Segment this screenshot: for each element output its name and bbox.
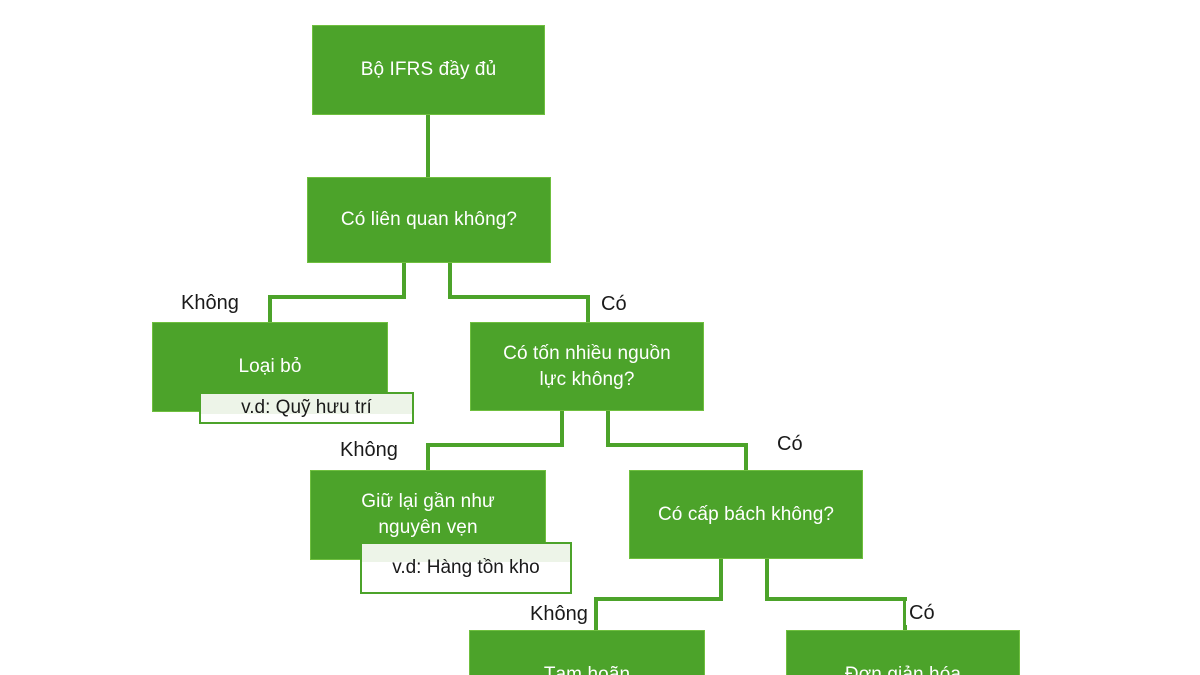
connector-root-to-relevant bbox=[426, 115, 430, 178]
node-urgent-label: Có cấp bách không? bbox=[657, 503, 835, 525]
edge-label-resources-no: Không bbox=[337, 438, 401, 462]
edge-label-urgent-yes: Có bbox=[906, 601, 938, 625]
connector-relevant-right-drop bbox=[586, 295, 590, 323]
connector-urgent-right-drop bbox=[903, 597, 907, 631]
edge-label-urgent-no: Không bbox=[527, 602, 591, 626]
node-resources-label: Có tốn nhiều nguồn lực không? bbox=[503, 342, 671, 390]
node-defer-label: Tạm hoãn bbox=[543, 664, 631, 675]
node-defer[interactable]: Tạm hoãn bbox=[469, 630, 705, 675]
connector-urgent-right-stem bbox=[765, 559, 769, 601]
node-discard-label: Loại bỏ bbox=[238, 356, 302, 378]
connector-relevant-left-horizontal bbox=[268, 295, 406, 299]
connector-resources-right-stem bbox=[606, 411, 610, 447]
node-simplify-label: Đơn giản hóa bbox=[844, 664, 962, 675]
edge-label-relevant-no-text: Không bbox=[181, 292, 239, 314]
edge-label-relevant-yes: Có bbox=[598, 292, 630, 316]
node-resources[interactable]: Có tốn nhiều nguồn lực không? bbox=[470, 322, 704, 411]
connector-resources-left-horizontal bbox=[426, 443, 564, 447]
connector-relevant-right-stem bbox=[448, 263, 452, 299]
connector-urgent-left-drop bbox=[594, 597, 598, 631]
callout-pension[interactable]: v.d: Quỹ hưu trí bbox=[199, 392, 414, 424]
node-relevant-label: Có liên quan không? bbox=[340, 209, 518, 231]
edge-label-resources-yes: Có bbox=[774, 432, 806, 456]
edge-label-relevant-yes-text: Có bbox=[601, 293, 627, 315]
node-simplify[interactable]: Đơn giản hóa bbox=[786, 630, 1020, 675]
connector-resources-left-drop bbox=[426, 443, 430, 471]
callout-inventory-label: v.d: Hàng tồn kho bbox=[392, 557, 540, 578]
connector-resources-left-stem bbox=[560, 411, 564, 447]
edge-label-urgent-yes-text: Có bbox=[909, 602, 935, 624]
connector-urgent-left-horizontal bbox=[594, 597, 723, 601]
node-relevant[interactable]: Có liên quan không? bbox=[307, 177, 551, 263]
edge-label-resources-yes-text: Có bbox=[777, 433, 803, 455]
edge-label-relevant-no: Không bbox=[178, 291, 242, 315]
connector-relevant-right-horizontal bbox=[448, 295, 590, 299]
node-keep-label: Giữ lại gần như nguyên vẹn bbox=[361, 491, 495, 538]
callout-pension-label: v.d: Quỹ hưu trí bbox=[241, 397, 372, 418]
connector-relevant-left-stem bbox=[402, 263, 406, 299]
callout-inventory[interactable]: v.d: Hàng tồn kho bbox=[360, 542, 572, 594]
node-root[interactable]: Bộ IFRS đầy đủ bbox=[312, 25, 545, 115]
connector-urgent-left-stem bbox=[719, 559, 723, 601]
connector-urgent-right-horizontal bbox=[765, 597, 907, 601]
edge-label-resources-no-text: Không bbox=[340, 439, 398, 461]
node-urgent[interactable]: Có cấp bách không? bbox=[629, 470, 863, 559]
connector-relevant-left-drop bbox=[268, 295, 272, 323]
node-root-label: Bộ IFRS đầy đủ bbox=[360, 59, 497, 81]
edge-label-urgent-no-text: Không bbox=[530, 603, 588, 625]
connector-resources-right-drop bbox=[744, 443, 748, 471]
connector-resources-right-horizontal bbox=[606, 443, 748, 447]
